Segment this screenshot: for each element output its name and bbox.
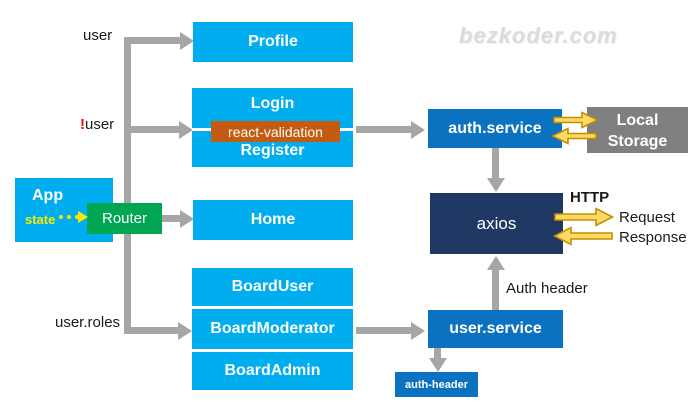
board-user-label: BoardUser	[231, 278, 314, 295]
line-through-left	[192, 128, 211, 131]
edge-router-home	[160, 215, 182, 222]
home-label: Home	[250, 211, 296, 228]
profile-label: Profile	[248, 33, 298, 50]
gold-arrow-http-request-icon	[554, 207, 614, 227]
home-node: Home	[193, 200, 353, 240]
state-arrowhead-icon	[78, 211, 88, 223]
gold-arrow-http-response-icon	[553, 226, 613, 246]
edge-label-user: user	[83, 27, 113, 44]
not-operator: !	[80, 116, 85, 133]
local-storage-line2: Storage	[607, 133, 668, 150]
router-label: Router	[101, 210, 148, 227]
arrowhead-home-icon	[180, 210, 194, 228]
edge-router-profile	[124, 37, 184, 44]
edge-label-auth-header: Auth header	[506, 280, 588, 297]
edge-boards-userservice	[356, 327, 412, 334]
gold-arrow-left-load-icon	[551, 127, 597, 145]
local-storage-node: Local Storage	[587, 107, 688, 153]
router-node: Router	[87, 203, 162, 234]
axios-label: axios	[476, 213, 517, 233]
board-moderator-node: BoardModerator	[192, 309, 353, 349]
edge-userservice-authheader	[434, 348, 441, 360]
auth-service-node: auth.service	[428, 109, 562, 148]
edge-label-response: Response	[619, 229, 687, 246]
watermark: bezkoder.com	[459, 23, 618, 48]
user-service-label: user.service	[449, 320, 542, 337]
login-label: Login	[250, 95, 295, 112]
login-register-node: Login react-validation Register	[192, 88, 353, 167]
edge-label-not-user: !user	[80, 116, 114, 133]
state-label: state	[25, 212, 56, 227]
board-moderator-label: BoardModerator	[210, 320, 335, 337]
arrowhead-boards-icon	[178, 322, 192, 340]
arrowhead-axios-up-icon	[487, 256, 505, 270]
react-validation-label: react-validation	[228, 123, 323, 140]
board-admin-node: BoardAdmin	[192, 352, 353, 390]
register-label: Register	[240, 142, 305, 159]
router-trunk-line	[124, 37, 131, 334]
board-user-node: BoardUser	[192, 268, 353, 306]
edge-login-authservice	[356, 126, 412, 133]
arrowhead-login-icon	[179, 121, 193, 139]
edge-router-login	[124, 126, 182, 133]
auth-header-node: auth-header	[395, 372, 478, 397]
local-storage-line1: Local	[616, 112, 659, 129]
line-through-right	[340, 128, 353, 131]
app-label: App	[32, 187, 64, 204]
board-admin-label: BoardAdmin	[224, 362, 321, 379]
auth-header-label: auth-header	[405, 378, 468, 391]
arrowhead-axios-down-icon	[487, 178, 505, 192]
arrowhead-authservice-icon	[411, 121, 425, 139]
axios-node: axios	[430, 193, 563, 254]
edge-label-request: Request	[619, 209, 675, 226]
auth-service-label: auth.service	[448, 119, 542, 137]
arrowhead-profile-icon	[180, 32, 194, 50]
not-user-text: user	[85, 116, 115, 133]
edge-userservice-axios	[492, 269, 499, 310]
arrowhead-authheader-icon	[429, 358, 447, 372]
edge-authservice-axios	[492, 148, 499, 179]
user-service-node: user.service	[428, 310, 563, 348]
react-validation-node: react-validation	[211, 121, 340, 142]
edge-router-boards	[124, 327, 180, 334]
state-dotted-line	[59, 215, 79, 219]
gold-arrow-right-store-icon	[553, 111, 599, 129]
arrowhead-userservice-icon	[411, 322, 425, 340]
profile-node: Profile	[193, 22, 353, 62]
edge-label-user-roles: user.roles	[55, 314, 121, 331]
edge-label-http: HTTP	[570, 189, 610, 206]
